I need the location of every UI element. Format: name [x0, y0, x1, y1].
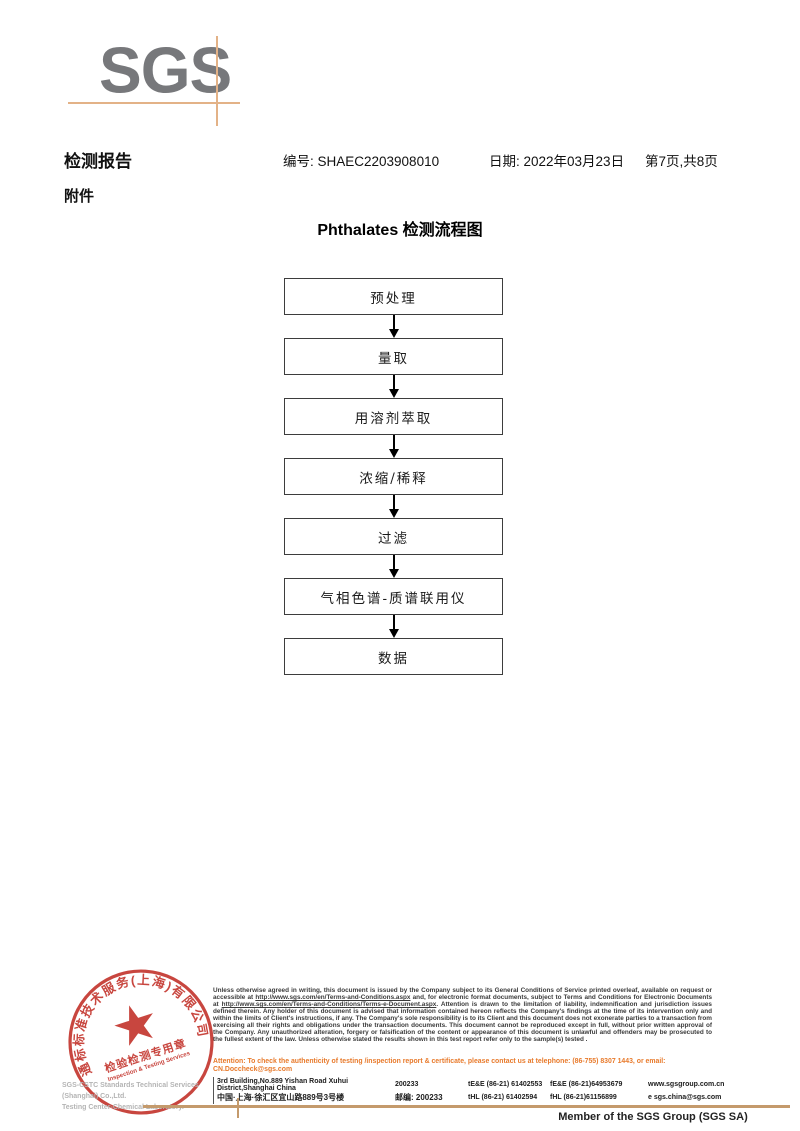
flow-arrow-down	[387, 555, 401, 578]
flow-arrow-down	[387, 615, 401, 638]
address-divider	[213, 1077, 214, 1104]
flow-step-label: 数据	[378, 650, 409, 667]
attention-note: Attention: To check the authenticity of …	[213, 1058, 666, 1073]
flow-step-label: 用溶剂萃取	[354, 410, 433, 427]
legal-disclaimer: Unless otherwise agreed in writing, this…	[213, 987, 712, 1043]
report-number: 编号: SHAEC2203908010	[283, 154, 440, 169]
address-block: 3rd Building,No.889 Yishan Road Xuhui Di…	[217, 1078, 790, 1104]
address-cell: 200233	[395, 1081, 419, 1088]
address-cell: www.sgsgroup.com.cn	[648, 1081, 725, 1088]
flow-step-label: 量取	[378, 350, 409, 367]
flow-arrow-down	[387, 495, 401, 518]
page-indicator: 第7页,共8页	[645, 154, 718, 169]
address-cell: tHL (86-21) 61402594	[468, 1094, 538, 1101]
report-title: 检测报告	[64, 152, 132, 171]
company-name-block: SGS-CSTC Standards Technical Services (S…	[62, 1080, 222, 1113]
logo-crosshair-vertical	[216, 36, 218, 126]
address-row: 3rd Building,No.889 Yishan Road Xuhui Di…	[217, 1077, 790, 1092]
address-cell: 3rd Building,No.889 Yishan Road Xuhui Di…	[217, 1077, 349, 1092]
company-stamp: 通标标准技术服务(上海)有限公司 检验检测专用章 Inspection & Te…	[65, 966, 214, 1115]
flow-step-box: 浓缩/稀释	[284, 458, 503, 495]
footer-rule-tick	[237, 1098, 239, 1118]
company-name-line: Testing Center-Chemical Laboratory.	[62, 1104, 184, 1111]
legal-url: http://www.sgs.com/en/Terms-and-Conditio…	[255, 994, 411, 1001]
report-date: 日期: 2022年03月23日	[489, 154, 625, 169]
legal-segment: Unless otherwise agreed in writing, this…	[213, 987, 712, 1001]
flow-arrow-down	[387, 375, 401, 398]
company-name-line: SGS-CSTC Standards Technical Services (S…	[62, 1082, 199, 1100]
flow-step-box: 量取	[284, 338, 503, 375]
flow-step-box: 气相色谱-质谱联用仪	[284, 578, 503, 615]
logo-crosshair-horizontal	[68, 102, 240, 104]
flow-arrow-down	[387, 435, 401, 458]
attachment-label: 附件	[64, 188, 95, 205]
address-row: 中国·上海·徐汇区宜山路889号3号楼 邮编: 200233 tHL (86-21)…	[217, 1091, 790, 1104]
address-cell: fE&E (86-21)64953679	[550, 1081, 623, 1088]
address-cell: 中国·上海·徐汇区宜山路889号3号楼	[217, 1093, 345, 1102]
stamp-star	[114, 1005, 153, 1046]
sgs-group-member-label: Member of the SGS Group (SGS SA)	[558, 1111, 748, 1123]
address-cell: tE&E (86-21) 61402553	[468, 1081, 543, 1088]
flow-step-label: 气相色谱-质谱联用仪	[320, 590, 467, 607]
legal-segment: and, for electronic format documents, su…	[213, 994, 712, 1008]
address-cell: 邮编: 200233	[395, 1093, 443, 1102]
flow-step-label: 过滤	[378, 530, 409, 547]
flowchart: 预处理量取用溶剂萃取浓缩/稀释过滤气相色谱-质谱联用仪数据	[284, 278, 503, 675]
flow-step-box: 用溶剂萃取	[284, 398, 503, 435]
address-cell: e sgs.china@sgs.com	[648, 1094, 722, 1101]
flow-step-box: 数据	[284, 638, 503, 675]
legal-segment: . Attention is drawn to the limitation o…	[213, 1001, 712, 1043]
flow-step-label: 预处理	[370, 290, 417, 307]
sgs-logo: SGS	[99, 33, 232, 107]
legal-url: http://www.sgs.com/en/Terms-and-Conditio…	[221, 1001, 437, 1008]
flow-step-box: 过滤	[284, 518, 503, 555]
flow-arrow-down	[387, 315, 401, 338]
flow-step-box: 预处理	[284, 278, 503, 315]
flowchart-title: Phthalates 检测流程图	[317, 222, 483, 239]
footer-rule	[143, 1105, 790, 1108]
address-cell: fHL (86-21)61156899	[550, 1094, 617, 1101]
flow-step-label: 浓缩/稀释	[359, 470, 428, 487]
